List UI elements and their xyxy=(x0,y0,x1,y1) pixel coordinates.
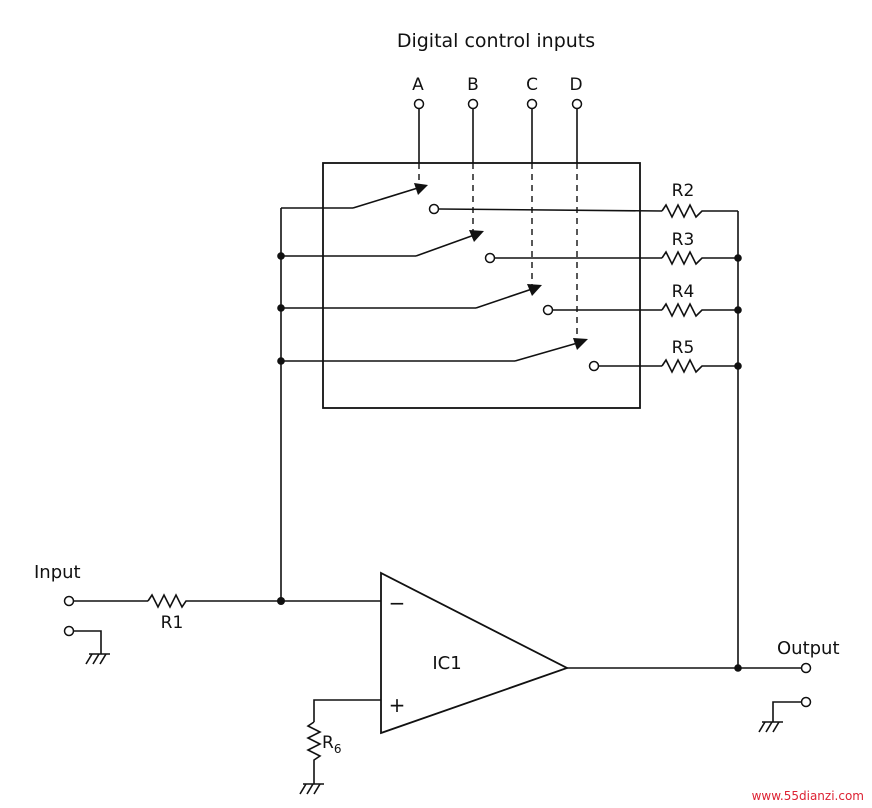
output-ground-wire xyxy=(772,701,801,722)
resistor-r5 xyxy=(661,358,738,374)
right-bus-junction-5 xyxy=(734,362,742,370)
control-input-a-terminal xyxy=(413,98,425,110)
resistor-r6-label: R6 xyxy=(322,733,341,756)
output-label: Output xyxy=(777,638,840,659)
control-input-d-terminal xyxy=(571,98,583,110)
resistor-r6 xyxy=(306,721,322,784)
input-ground-wire xyxy=(74,630,102,654)
opamp-ic1 xyxy=(380,571,570,735)
left-bus-junction-2 xyxy=(277,252,285,260)
control-input-b-label: B xyxy=(467,75,479,95)
control-input-a-label: A xyxy=(412,75,424,95)
output-terminal xyxy=(800,662,812,674)
input-ground-terminal xyxy=(63,625,75,637)
resistor-r1 xyxy=(147,593,281,609)
opamp-ic1-label: IC1 xyxy=(432,653,461,674)
diagram-title: Digital control inputs xyxy=(397,30,595,52)
switch-2-arrowhead xyxy=(469,230,484,242)
left-bus-junction-3 xyxy=(277,304,285,312)
opamp-noninverting-symbol: + xyxy=(389,693,406,717)
r6-ground-icon xyxy=(299,783,324,795)
resistor-r6-label-base: R xyxy=(322,733,334,753)
control-input-c-label: C xyxy=(526,75,538,95)
resistor-r2 xyxy=(661,203,738,219)
switch-3-blade xyxy=(475,287,536,309)
switch-1-blade xyxy=(352,186,422,209)
input-label: Input xyxy=(34,562,81,583)
switch-4-blade xyxy=(514,341,582,362)
resistor-r4 xyxy=(661,302,738,318)
switch-4-arrowhead xyxy=(573,338,588,350)
resistor-r2-label: R2 xyxy=(672,181,695,201)
switch-1-contact xyxy=(428,203,440,215)
input-terminal xyxy=(63,595,75,607)
resistor-r3-label: R3 xyxy=(672,230,695,250)
switch-2-contact xyxy=(484,252,496,264)
right-bus-junction-3 xyxy=(734,254,742,262)
control-input-c-terminal xyxy=(526,98,538,110)
input-ground-icon xyxy=(85,653,110,665)
switch-1-arrowhead xyxy=(414,183,428,195)
output-ground-icon xyxy=(758,721,783,733)
resistor-r1-label: R1 xyxy=(161,613,184,633)
switch-3-contact xyxy=(542,304,554,316)
watermark: www.55dianzi.com xyxy=(752,789,864,803)
resistor-r3 xyxy=(661,250,738,266)
left-bus-junction-4 xyxy=(277,357,285,365)
switch-1-output-wire xyxy=(438,208,663,212)
resistor-r4-label: R4 xyxy=(672,282,695,302)
opamp-inverting-symbol: − xyxy=(389,591,406,615)
output-ground-terminal xyxy=(800,696,812,708)
resistor-r5-label: R5 xyxy=(672,338,695,358)
right-bus-junction-4 xyxy=(734,306,742,314)
switch-3-arrowhead xyxy=(527,284,542,296)
resistor-r6-label-sub: 6 xyxy=(334,742,342,756)
control-input-b-terminal xyxy=(467,98,479,110)
control-input-d-label: D xyxy=(569,75,582,95)
noninverting-input-wire xyxy=(313,699,381,722)
switch-4-contact xyxy=(588,360,600,372)
switch-2-blade xyxy=(415,233,478,257)
analog-switch-box xyxy=(322,162,641,409)
